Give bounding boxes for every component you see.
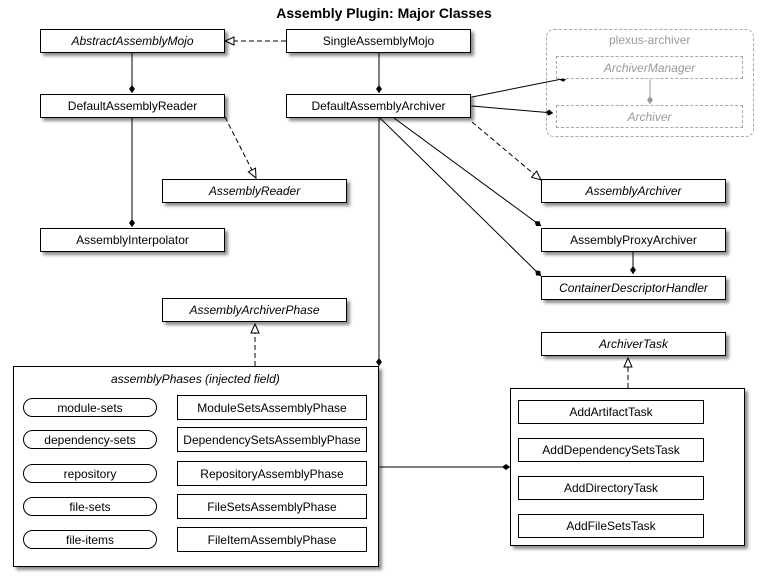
edge-archiver-to-plexusarchiver [464, 102, 554, 116]
class-assembly-reader: AssemblyReader [162, 179, 347, 203]
class-abstract-assembly-mojo: AbstractAssemblyMojo [40, 29, 225, 53]
phase-key-pill: module-sets [23, 398, 157, 417]
class-archiver: Archiver [556, 105, 743, 128]
edge-reader-to-assemblyreader [224, 116, 257, 180]
class-archiver-manager: ArchiverManager [556, 56, 743, 79]
edge-archiver-to-proxy [393, 117, 542, 227]
class-assembly-archiver: AssemblyArchiver [541, 179, 726, 203]
phase-class-box: FileSetsAssemblyPhase [177, 494, 367, 519]
phase-key-pill: file-sets [23, 497, 157, 516]
class-assembly-interpolator: AssemblyInterpolator [40, 228, 225, 252]
class-default-assembly-archiver: DefaultAssemblyArchiver [286, 94, 471, 118]
task-box: AddFileSetsTask [518, 514, 704, 538]
task-box: AddDirectoryTask [518, 476, 704, 500]
phase-class-box: ModuleSetsAssemblyPhase [177, 395, 367, 420]
plexus-archiver-group [546, 29, 754, 137]
task-box: AddArtifactTask [518, 400, 704, 424]
class-default-assembly-reader: DefaultAssemblyReader [40, 94, 225, 118]
task-box: AddDependencySetsTask [518, 438, 704, 462]
phase-key-pill: dependency-sets [23, 430, 157, 449]
edge-archiver-to-archivermanager [464, 75, 568, 101]
edge-archiver-to-assemblyarchiver [471, 121, 542, 181]
phase-class-box: DependencySetsAssemblyPhase [177, 427, 367, 452]
phase-key-pill: repository [23, 464, 157, 483]
class-archiver-task: ArchiverTask [541, 332, 726, 356]
phase-class-box: RepositoryAssemblyPhase [177, 461, 367, 486]
diagram-title: Assembly Plugin: Major Classes [276, 5, 492, 21]
class-assembly-proxy-archiver: AssemblyProxyArchiver [541, 228, 726, 252]
phase-key-pill: file-items [23, 530, 157, 549]
class-assembly-archiver-phase: AssemblyArchiverPhase [162, 298, 347, 322]
phase-class-box: FileItemAssemblyPhase [177, 527, 367, 552]
plexus-archiver-label: plexus-archiver [609, 33, 691, 47]
class-container-descriptor-handler: ContainerDescriptorHandler [541, 276, 726, 300]
assembly-phases-label: assemblyPhases (injected field) [111, 372, 280, 386]
edge-archiver-to-descriptorhandler [379, 117, 542, 277]
class-single-assembly-mojo: SingleAssemblyMojo [286, 29, 471, 53]
